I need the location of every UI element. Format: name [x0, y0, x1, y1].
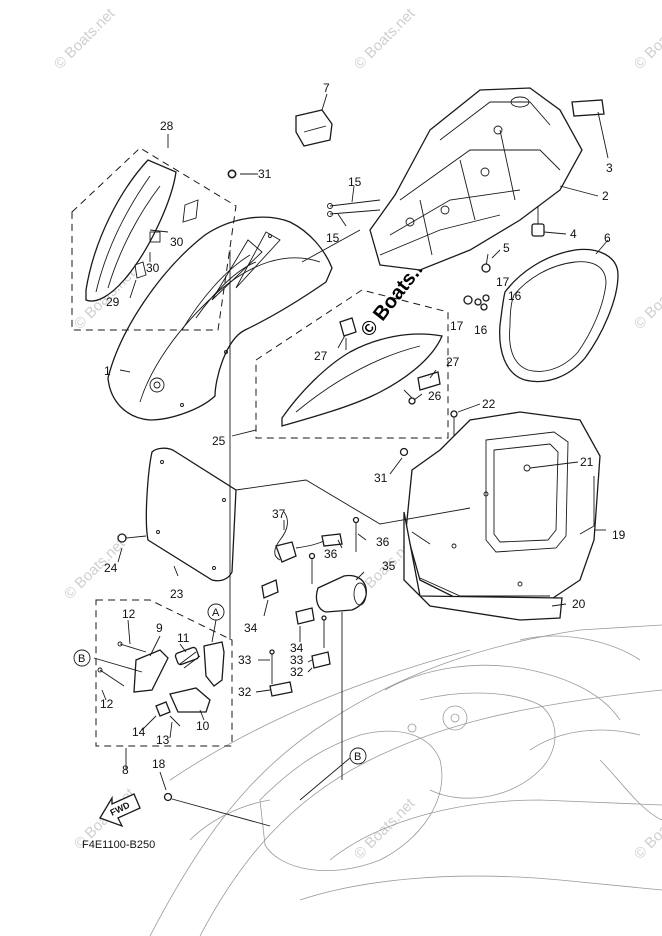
part-18-screw	[163, 792, 271, 827]
callout-15b: 15	[326, 231, 340, 245]
front-hood-cover	[107, 216, 333, 421]
callout-18: 18	[152, 757, 166, 771]
marker-b-left: B	[73, 649, 91, 667]
svg-text:B: B	[354, 751, 361, 763]
callout-17a: 17	[496, 275, 510, 289]
marker-a: A	[207, 603, 225, 621]
part-5-bolt	[481, 253, 491, 273]
part-6-gasket	[499, 248, 619, 383]
callout-12a: 12	[122, 607, 136, 621]
part-24-screw	[117, 533, 147, 543]
callout-9: 9	[156, 621, 163, 635]
callout-21: 21	[580, 455, 594, 469]
callout-26: 26	[428, 389, 442, 403]
part-2-frame	[369, 87, 583, 271]
callout-7: 7	[323, 81, 330, 95]
callout-3: 3	[606, 161, 613, 175]
callout-37: 37	[272, 507, 286, 521]
callout-31b: 31	[374, 471, 388, 485]
part-4-bolt	[531, 206, 545, 237]
callout-13: 13	[156, 733, 170, 747]
callout-33b: 33	[290, 653, 304, 667]
callout-labels: 1 2 3 4 5 6 7 8 9 10 11 12 12 13 14 15 1…	[100, 81, 626, 777]
callout-30a: 30	[170, 235, 184, 249]
watermark: © Boats.net	[61, 535, 129, 603]
marker-b-hull: B	[349, 747, 367, 765]
callout-34a: 34	[244, 621, 258, 635]
fwd-arrow-icon: FWD	[99, 793, 141, 828]
callout-33a: 33	[238, 653, 252, 667]
svg-text:A: A	[212, 607, 220, 619]
leader-lines	[93, 93, 609, 801]
part-33-bolts	[269, 615, 327, 684]
callout-12b: 12	[100, 697, 114, 711]
part-3-plate	[571, 99, 605, 117]
callout-32a: 32	[238, 685, 252, 699]
washers-16-17	[463, 294, 490, 311]
callout-25: 25	[212, 434, 226, 448]
callout-30b: 30	[146, 261, 160, 275]
callout-16b: 16	[474, 323, 488, 337]
diagram-code: F4E1100-B250	[82, 839, 155, 851]
callout-14: 14	[132, 725, 146, 739]
part-37-harness	[274, 511, 343, 563]
part-19-storage-box	[405, 411, 601, 601]
part-15-rods	[327, 199, 381, 217]
callout-23: 23	[170, 587, 184, 601]
part-34-clips	[261, 579, 315, 625]
callout-24: 24	[104, 561, 118, 575]
part-32-brackets	[269, 651, 331, 697]
callout-29: 29	[106, 295, 120, 309]
part-31-screws	[227, 169, 409, 457]
callout-1: 1	[104, 364, 111, 378]
callout-28: 28	[160, 119, 174, 133]
callout-4: 4	[570, 227, 577, 241]
callout-5: 5	[503, 241, 510, 255]
part-35-module	[315, 574, 368, 613]
part-8-group	[95, 599, 233, 747]
callout-19: 19	[612, 528, 626, 542]
callout-36a: 36	[376, 535, 390, 549]
callout-22: 22	[482, 397, 496, 411]
callout-27a: 27	[314, 349, 328, 363]
watermark: © Boats.net	[51, 5, 119, 73]
callout-11: 11	[177, 631, 190, 645]
callout-17b: 17	[450, 319, 464, 333]
watermark: © Boats.net	[631, 265, 662, 333]
callout-27b: 27	[446, 355, 460, 369]
callout-16a: 16	[508, 289, 522, 303]
watermark: © Boats.net	[351, 795, 419, 863]
hull-outline	[149, 624, 662, 936]
watermark: © Boats.net	[631, 5, 662, 73]
callout-2: 2	[602, 189, 609, 203]
svg-text:B: B	[78, 653, 85, 665]
callout-8: 8	[122, 763, 129, 777]
part-20-base-gasket	[403, 511, 563, 621]
part-7-cap	[295, 109, 333, 147]
part-36-bolts	[308, 516, 360, 584]
callout-34b: 34	[290, 641, 304, 655]
callout-20: 20	[572, 597, 586, 611]
part-23-panel	[145, 447, 237, 582]
callout-36b: 36	[324, 547, 338, 561]
callout-15a: 15	[348, 175, 362, 189]
callout-35: 35	[382, 559, 396, 573]
callout-32b: 32	[290, 665, 304, 679]
callout-31a: 31	[258, 167, 272, 181]
watermark: © Boats.net	[351, 5, 419, 73]
callout-6: 6	[604, 231, 611, 245]
part-25-group	[255, 289, 449, 439]
callout-10: 10	[196, 719, 210, 733]
